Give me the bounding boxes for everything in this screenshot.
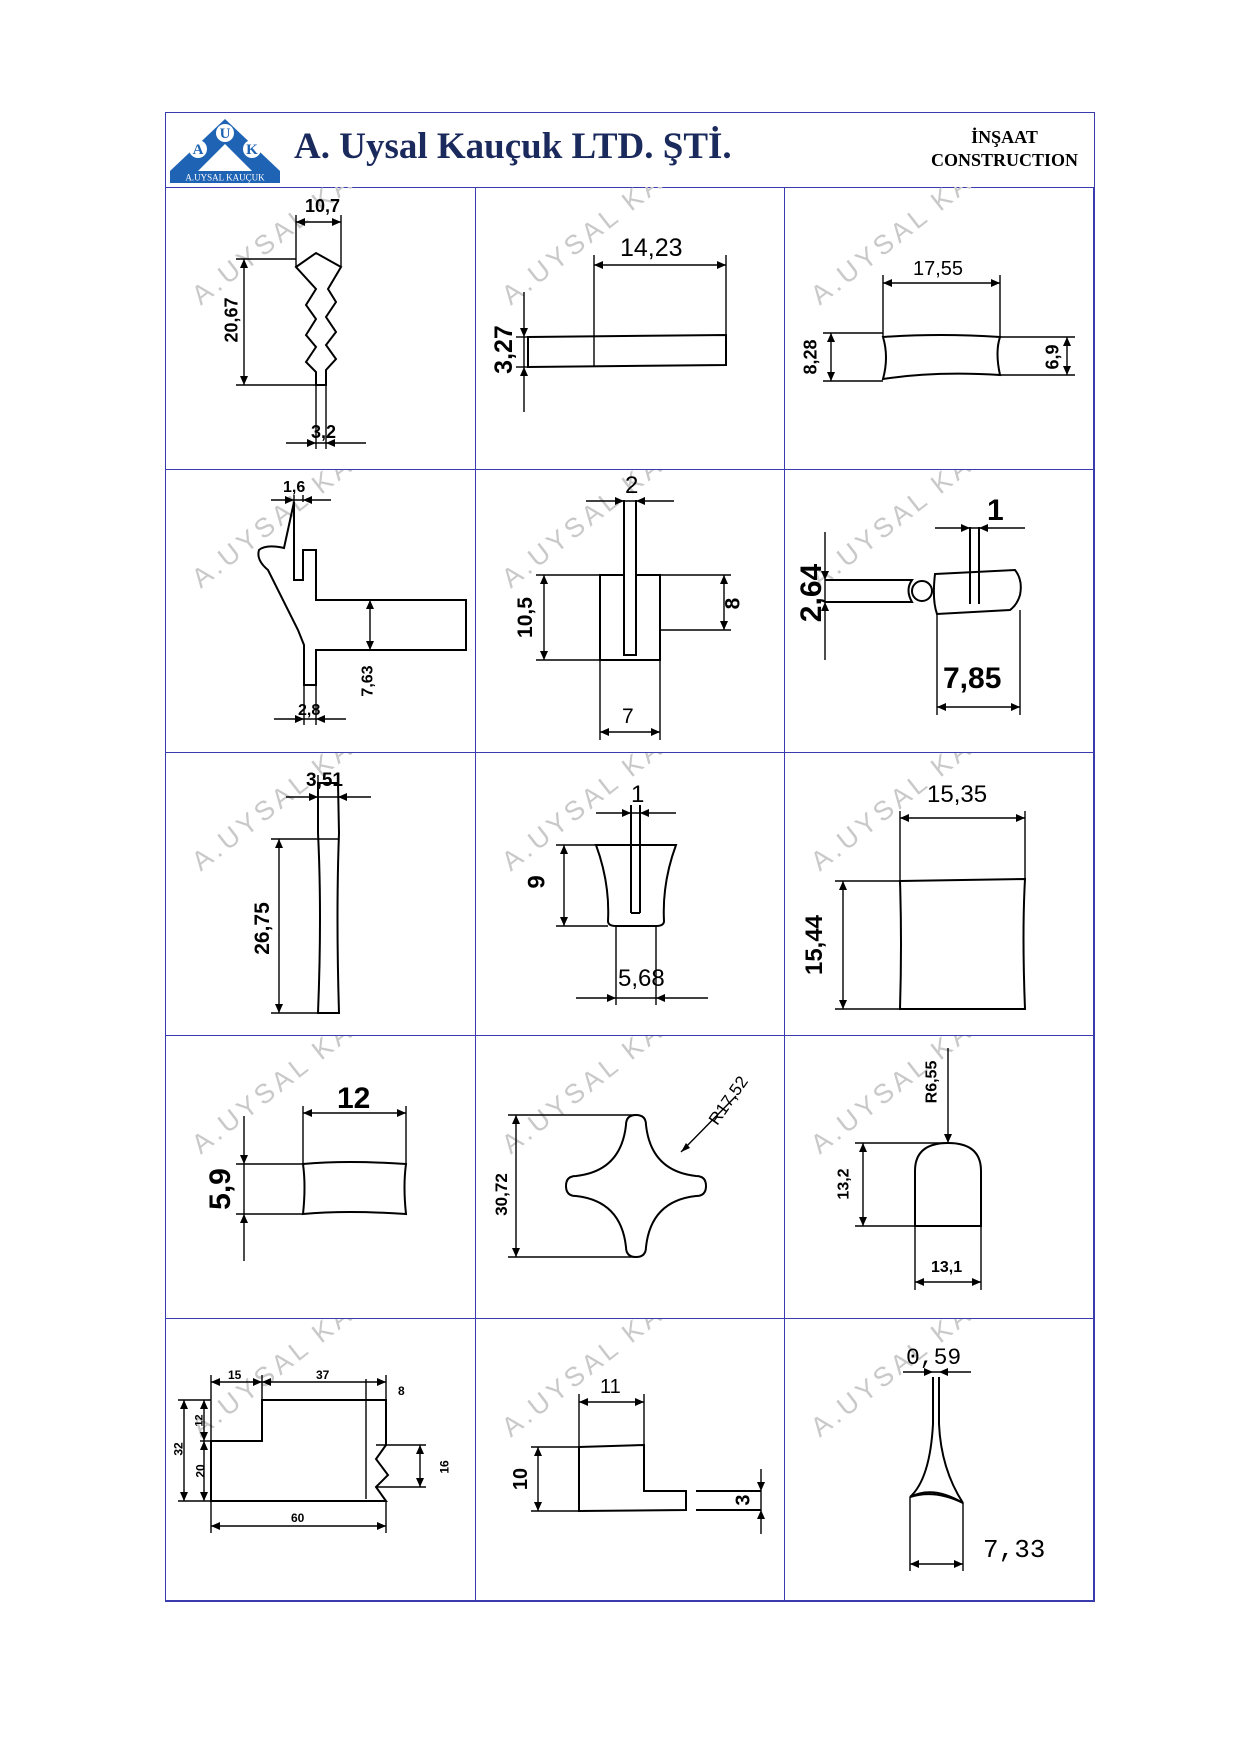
dimension-label: 2 [625,472,639,499]
profile-cell-2: A.UYSAL KAUÇUK 14,23 3,27 [476,187,785,470]
profile-drawing [516,255,727,412]
profile-cell-1: A.UYSAL KAUÇUK 10,7 20,67 [166,187,476,470]
profile-cell-4: A.UYSAL KAUÇUK 1,6 7,63 [166,470,476,753]
profile-drawing [536,497,731,740]
dimension-label: 17,55 [913,258,964,280]
dimension-label: 3,51 [306,770,343,791]
profile-cell-12: A.UYSAL KAUÇUK R6,55 13,2 13,1 [785,1036,1094,1319]
profile-drawing [835,811,1027,1010]
dimension-label: 13,2 [835,1168,853,1200]
dimension-label: 20,67 [221,297,242,343]
dimension-label: 1,6 [283,479,306,496]
dimension-label: 0,59 [906,1345,962,1371]
profile-cell-6: A.UYSAL KAUÇUK 1 2,64 7, [785,470,1094,753]
category-en: CONSTRUCTION [930,150,1078,170]
dimension-label: 37 [316,1368,330,1382]
logo-caption: A.UYSAL KAUÇUK [185,173,265,183]
profile-cell-3: A.UYSAL KAUÇUK 17,55 8,28 [785,187,1094,470]
dimension-label: 2,8 [298,702,321,719]
profile-drawing [821,524,1025,715]
catalog-sheet: A U K A.UYSAL KAUÇUK A. Uysal Kauçuk LTD… [165,112,1095,1602]
dimension-label: 10 [510,1467,533,1491]
dimension-label: 12 [337,1082,371,1115]
dimension-label: 8,28 [800,339,821,375]
dimension-label: 6,9 [1042,344,1063,370]
dimension-label: 7,85 [943,662,1002,695]
header: A U K A.UYSAL KAUÇUK A. Uysal Kauçuk LTD… [166,113,1094,188]
profile-cell-9: A.UYSAL KAUÇUK 15,35 15,44 [785,753,1094,1036]
dimension-label: 9 [523,875,551,889]
category-label: İNŞAAT CONSTRUCTION [931,126,1078,172]
profile-drawing [178,1375,426,1533]
dimension-label: 5,9 [203,1168,237,1210]
dimension-label: 16 [437,1460,452,1474]
dimension-label: 26,75 [250,902,274,955]
profile-drawing [556,805,708,1005]
profile-drawing [903,1368,971,1571]
dimension-label: 11 [600,1376,621,1398]
dimension-label: 12 [193,1414,206,1427]
profile-cell-5: A.UYSAL KAUÇUK [476,470,785,753]
profile-cell-14: A.UYSAL KAUÇUK 11 10 3 [476,1319,785,1601]
dimension-label: 60 [291,1511,305,1525]
profile-drawing [531,1394,765,1534]
dimension-label: 2,64 [795,563,829,623]
dimension-label: 13,1 [931,1259,963,1276]
profile-cell-15: A.UYSAL KAUÇUK 0,59 7,33 [785,1319,1094,1601]
dimension-label: 10,5 [513,597,537,638]
profile-drawing [823,275,1075,382]
profile-drawing [236,215,366,449]
dimension-label: 8 [398,1384,405,1398]
dimension-label: 15,44 [801,914,829,976]
dimension-label: 3 [732,1494,755,1506]
logo-letter-a: A [193,142,204,158]
profile-cell-10: A.UYSAL KAUÇUK 12 5,9 [166,1036,476,1319]
dimension-label: R6,55 [923,1060,941,1104]
profile-cell-8: A.UYSAL KAUÇUK 1 9 [476,753,785,1036]
company-name: A. Uysal Kauçuk LTD. ŞTİ. [294,126,732,167]
profile-drawing [271,775,371,1014]
dimension-label: 8 [721,597,745,610]
dimension-label: 3,27 [489,325,518,374]
category-tr: İNŞAAT [971,127,1038,147]
dimension-label: 5,68 [618,965,665,992]
dimension-label: 1 [987,494,1004,527]
logo-letter-u: U [220,126,231,142]
profile-cell-11: A.UYSAL KAUÇUK R17,52 30,72 [476,1036,785,1319]
dimension-label: 7,33 [983,1535,1046,1565]
profile-cell-7: A.UYSAL KAUÇUK 3,51 26,75 [166,753,476,1036]
profile-cell-13: A.UYSAL KAUÇUK [166,1319,476,1601]
dimension-label: 20 [193,1464,208,1478]
company-logo: A U K A.UYSAL KAUÇUK [170,117,280,183]
dimension-label: 7,63 [359,665,377,697]
dimension-label: 10,7 [305,196,341,216]
dimension-label: 32 [171,1442,186,1456]
profile-drawing [855,1048,982,1290]
dimension-label: 3,2 [311,422,337,442]
dimension-label: 15,35 [927,781,988,808]
dimension-label: 30,72 [491,1173,511,1216]
profile-drawing [508,1095,737,1259]
profile-drawing [236,1106,408,1261]
dimension-label: 1 [631,781,645,808]
profile-drawing [257,495,467,725]
dimension-label: 15 [228,1368,242,1382]
dimension-label: 14,23 [620,234,683,262]
logo-letter-k: K [246,142,258,158]
dimension-label: 7 [622,705,634,728]
